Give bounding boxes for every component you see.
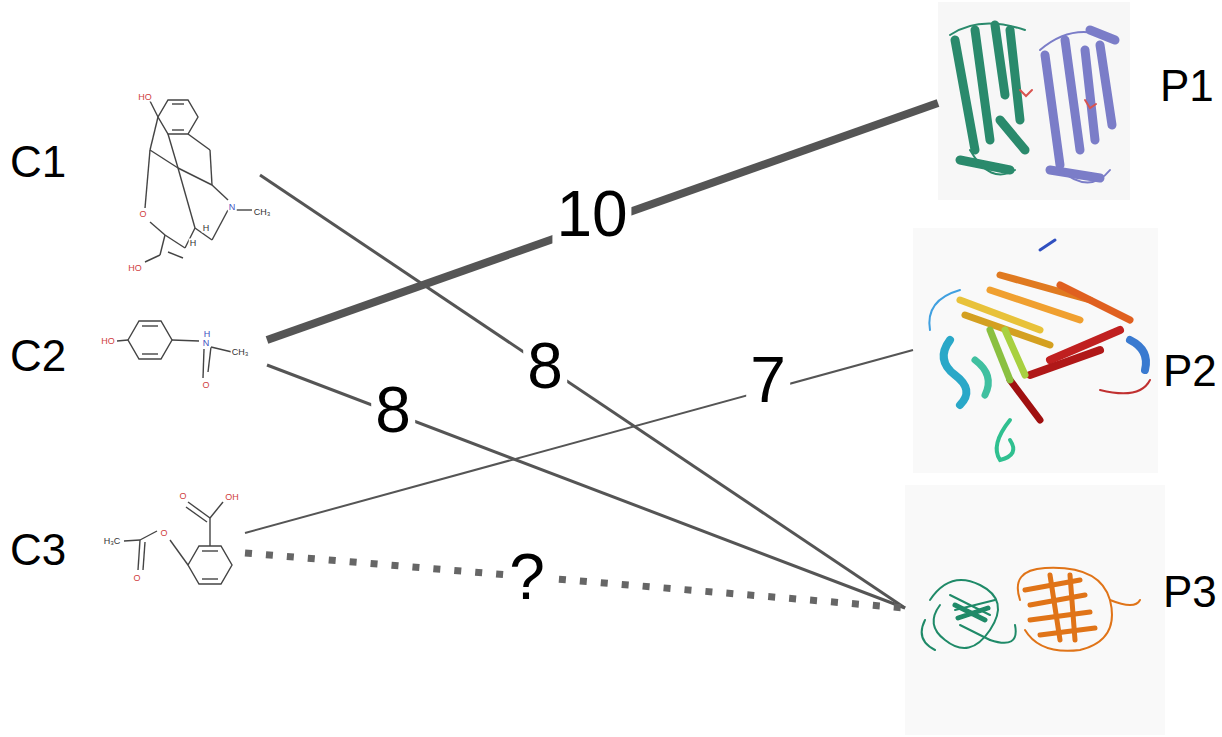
atom-label: O (138, 210, 147, 219)
affinity-line (267, 365, 905, 608)
affinity-line (267, 103, 938, 340)
atom-label: CH₃ (253, 208, 272, 217)
protein-ribbon (950, 24, 1115, 183)
protein-node: P1 (938, 2, 1218, 200)
affinity-value: 8 (371, 378, 415, 442)
node-name: P1 (1160, 64, 1214, 108)
compound-node: C1 (5, 95, 260, 260)
affinity-line (260, 175, 905, 608)
node-name: P2 (1163, 349, 1217, 393)
affinity-value: 8 (523, 334, 567, 398)
affinity-line (245, 350, 913, 533)
atom-label: O (178, 492, 187, 501)
atom-label: H (203, 330, 212, 339)
node-name: C3 (10, 528, 66, 572)
protein-image (905, 485, 1165, 735)
compound-node: C3 (5, 480, 245, 600)
compound-node: C2 (5, 290, 267, 400)
atom-label: H (189, 239, 198, 248)
atom-label: O (201, 381, 210, 390)
atom-label: HO (127, 264, 143, 273)
protein-ribbon (922, 568, 1140, 651)
affinity-line (245, 553, 905, 608)
atom-label: N (228, 203, 237, 212)
atom-label: CH₃ (231, 348, 250, 357)
protein-image (913, 228, 1158, 473)
affinity-value: ? (505, 545, 549, 609)
atom-label: N (202, 339, 211, 348)
node-name: C2 (10, 334, 66, 378)
atom-label: OH (224, 493, 240, 502)
molecule-drawing (124, 502, 232, 584)
node-name: C1 (10, 140, 66, 184)
molecule-drawing (145, 100, 252, 262)
protein-image (938, 2, 1130, 200)
affinity-value: 7 (746, 348, 790, 412)
protein-node: P2 (913, 228, 1218, 473)
protein-ribbon (929, 240, 1150, 460)
affinity-value: 10 (552, 182, 631, 246)
protein-node: P3 (905, 485, 1218, 735)
node-name: P3 (1163, 570, 1217, 614)
atom-label: HO (137, 93, 153, 102)
atom-label: HO (100, 337, 116, 346)
molecule-drawing (117, 321, 232, 378)
atom-label: O (132, 574, 141, 583)
atom-label: O (159, 529, 168, 538)
atom-label: H₃C (103, 537, 122, 546)
atom-label: H (202, 224, 211, 233)
